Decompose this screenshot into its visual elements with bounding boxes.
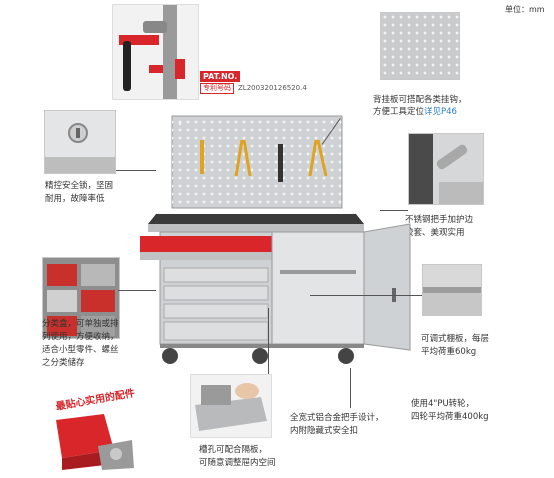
unit-label: 单位：mm [505, 5, 545, 14]
handle-text-1: 不锈钢把手加护边 [405, 215, 474, 225]
handle-callout-line [380, 210, 408, 211]
pegboard-text-1: 背挂板可搭配各类挂钩， [373, 95, 467, 105]
pegboard-text-2: 方便工具定位详见P46 [373, 106, 457, 118]
shelf-inset [422, 264, 482, 316]
shelf-image [423, 287, 481, 315]
caster-text-2: 四轮平均荷重400kg [411, 412, 489, 422]
lock-image [45, 123, 115, 173]
patent-badge: PAT.NO. [200, 71, 241, 82]
lock-callout-line [116, 170, 156, 171]
divider-text-1: 分类盒，可单独或排 [42, 319, 119, 329]
groove-text-2: 可随意调整屉内空间 [199, 458, 276, 468]
accessory-banner: 最贴心实用的配件 [54, 388, 136, 413]
handle-inset [408, 133, 484, 205]
caster-callout-line [350, 368, 351, 408]
divider-text-4: 之分类储存 [42, 358, 85, 368]
caster-text-1: 使用4"PU转轮， [411, 399, 475, 409]
handle-text-2: 胶套、美观实用 [405, 228, 465, 238]
divider-text-3: 适合小型零件、螺丝 [42, 345, 119, 355]
divider-callout-line [118, 290, 156, 291]
groove-tray-image [195, 383, 267, 431]
shelf-callout-line [310, 295, 422, 296]
handle-image [409, 134, 483, 204]
accessory-tray-image [48, 410, 134, 470]
divider-text-2: 列使用，方便收纳， [42, 332, 119, 342]
groove-inset [190, 374, 272, 438]
pegboard-page-link[interactable]: 详见P46 [424, 107, 457, 117]
pegboard-inset [380, 12, 460, 80]
divider-box-image [43, 258, 119, 338]
drawer-handle-text-1: 全宽式铝合金把手设计， [290, 413, 384, 423]
lock-text-2: 耐用，故障率低 [45, 194, 105, 204]
lock-text-1: 精控安全锁，坚固 [45, 181, 114, 191]
pegboard-text-2a: 方便工具定位 [373, 107, 425, 117]
pegboard-hole-pattern [381, 13, 459, 79]
patent-number: ZL200320126520.4 [238, 84, 307, 92]
divider-box-inset [42, 257, 120, 339]
shelf-text-1: 可调式棚板，每层 [421, 334, 490, 344]
wrench-hook-image [119, 5, 185, 99]
hook-inset [112, 4, 199, 100]
groove-text-1: 槽孔可配合隔板， [199, 445, 268, 455]
drawer-handle-callout-line [268, 308, 269, 408]
tool-cabinet-illustration [120, 110, 420, 380]
patent-label: 专利号码 [200, 83, 234, 94]
shelf-text-2: 平均荷重60kg [421, 347, 477, 357]
lock-inset [44, 110, 116, 174]
drawer-handle-text-2: 内附隐藏式安全扣 [290, 426, 359, 436]
